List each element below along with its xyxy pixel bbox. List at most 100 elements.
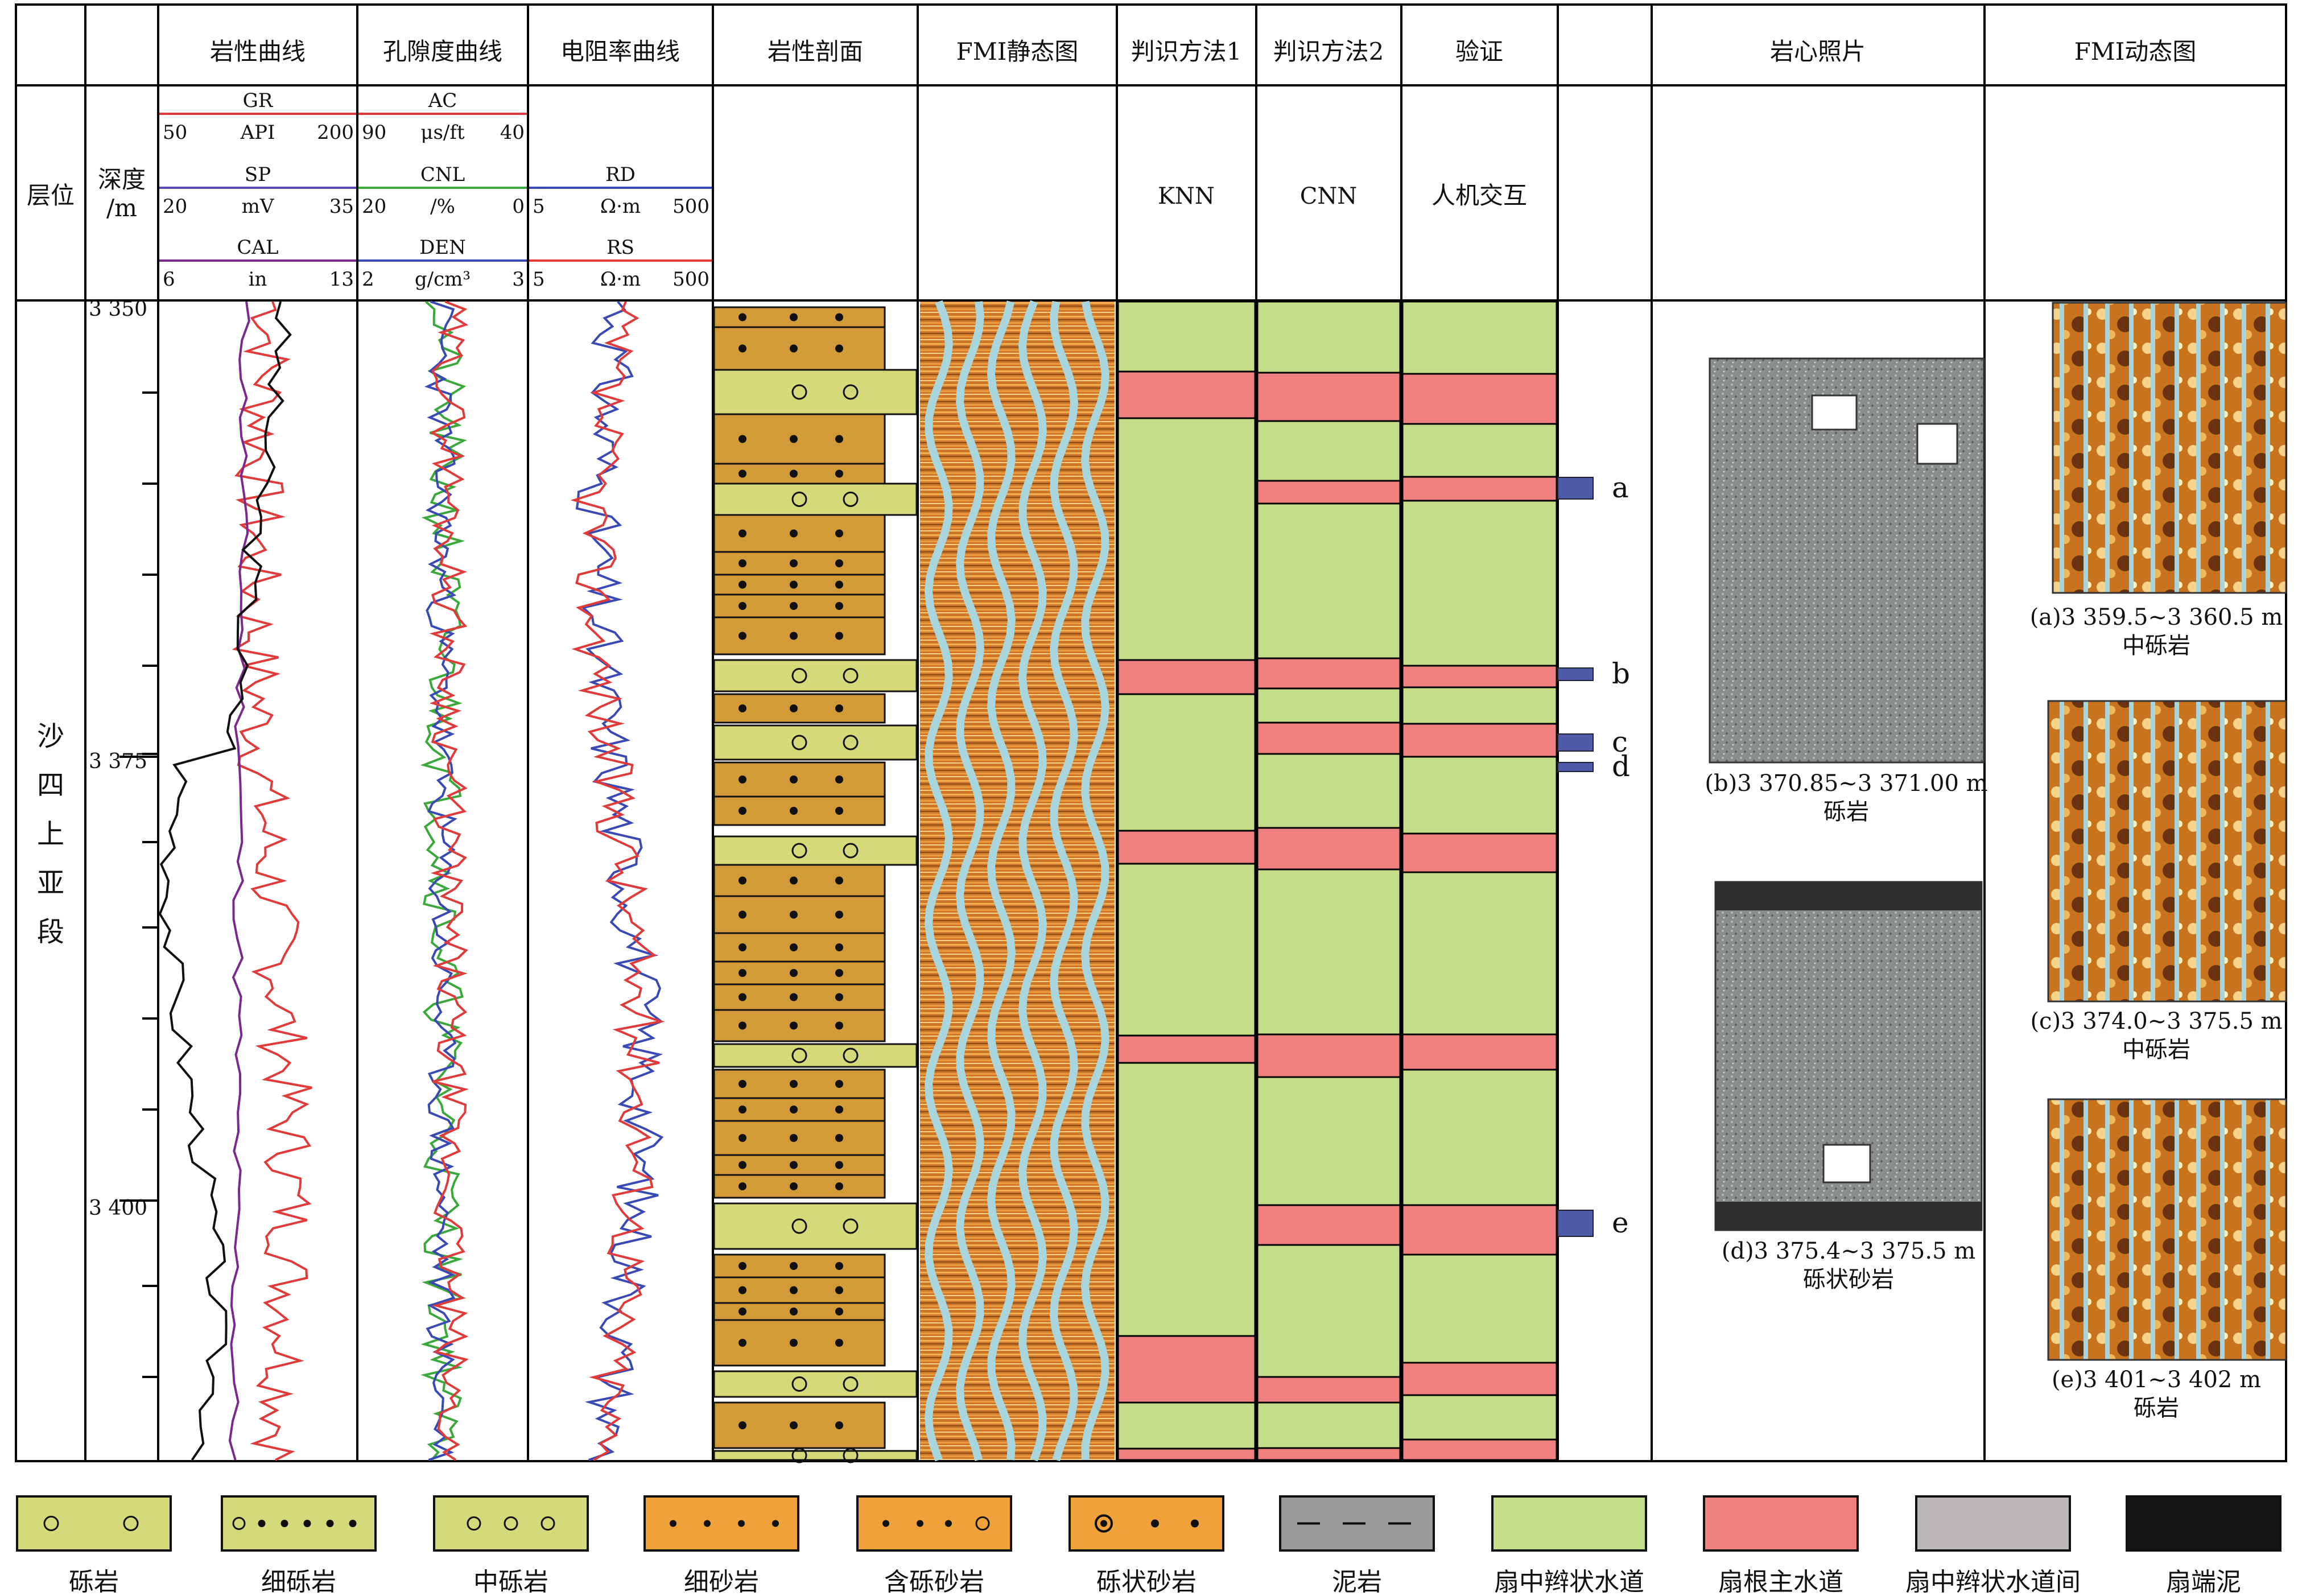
sand-symbol: [739, 529, 746, 538]
curve-unit: in: [249, 268, 267, 291]
fmi-e-lith: 砾岩: [2134, 1395, 2179, 1421]
sand-symbol: [835, 969, 843, 977]
gravel-symbol: [843, 384, 859, 400]
legend-label: 扇端泥: [2166, 1568, 2241, 1596]
sand-symbol: [739, 1421, 746, 1429]
sand-symbol: [835, 1080, 843, 1088]
facies-segment: [1401, 1033, 1558, 1071]
legend-label: 扇根主水道: [1718, 1568, 1843, 1596]
sand-symbol: [835, 943, 843, 951]
verify-sub: 人机交互: [1431, 182, 1527, 209]
sand-symbol: [739, 969, 746, 977]
fmi-static-image: [920, 300, 1115, 1462]
header-core-photo: 岩心照片: [1770, 38, 1866, 65]
layer-name-char: 上: [37, 818, 64, 850]
facies-segment: [1256, 657, 1401, 690]
sand-symbol: [790, 1286, 798, 1294]
sand-symbol: [739, 1080, 746, 1088]
sand-symbol: [835, 580, 843, 589]
gravel-symbol: [843, 1218, 859, 1234]
legend-swatch: [433, 1495, 589, 1552]
fmi-trace: [955, 301, 985, 1461]
fmi-dynamic-a: [2052, 302, 2287, 594]
sand-symbol: [790, 807, 798, 815]
lith-bed: [713, 724, 918, 761]
facies-segment: [1401, 423, 1558, 478]
facies-segment: [1401, 1362, 1558, 1396]
sand-symbol: [739, 1262, 746, 1270]
curve-name: GR: [243, 89, 274, 112]
sand-symbol: [739, 435, 746, 443]
facies-segment: [1256, 868, 1401, 1036]
facies-segment: [1401, 665, 1558, 688]
sand-symbol: [835, 876, 843, 885]
gravel-symbol: [791, 668, 807, 683]
sand-symbol: [835, 993, 843, 1001]
gravel-symbol: [843, 843, 859, 859]
lith-bed: [713, 659, 918, 692]
facies-segment: [1117, 659, 1256, 695]
curve-name: RD: [605, 163, 636, 186]
facies-columns: [1117, 300, 1558, 1461]
lith-bed: [713, 1174, 886, 1199]
curve-max: 500: [673, 195, 709, 218]
sand-symbol: [739, 1308, 746, 1315]
sand-symbol: [739, 1339, 746, 1347]
facies-segment: [1256, 1033, 1401, 1078]
gravel-symbol: [791, 1376, 807, 1392]
fmi-a-lith: 中砾岩: [2122, 633, 2190, 659]
lith-bed: [713, 1450, 918, 1461]
sand-symbol: [835, 1182, 843, 1190]
facies-segment: [1256, 1244, 1401, 1378]
sand-symbol: [790, 969, 798, 977]
curve-min: 90: [362, 121, 386, 144]
fmi-trace: [924, 300, 954, 1462]
gravel-symbol: [791, 843, 807, 859]
curve-max: 35: [329, 195, 354, 218]
facies-segment: [1117, 1335, 1256, 1404]
facies-segment: [1401, 871, 1558, 1036]
facies-segment: [1401, 1438, 1558, 1461]
header-lith-profile: 岩性剖面: [768, 38, 863, 65]
legend-swatch: [1703, 1495, 1859, 1552]
core-b-lith: 砾岩: [1823, 799, 1869, 825]
sand-symbol: [790, 632, 798, 640]
sand-symbol: [790, 1308, 798, 1315]
marker-bar: [1557, 762, 1594, 772]
sand-symbol: [835, 704, 843, 712]
header-verify: 验证: [1455, 38, 1503, 65]
legend-swatch: [1915, 1495, 2071, 1552]
gravel-symbol: [791, 492, 807, 507]
header-method1: 判识方法1: [1131, 38, 1242, 65]
fmi-trace: [1049, 300, 1079, 1462]
facies-segment: [1256, 372, 1401, 422]
curve-name: RS: [607, 236, 634, 259]
sand-symbol: [835, 1421, 843, 1429]
legend-label: 中砾岩: [473, 1568, 548, 1596]
legend-label: 细砂岩: [684, 1568, 759, 1596]
gravel-symbol: [791, 735, 807, 750]
sand-symbol: [835, 807, 843, 815]
facies-segment: [1117, 1034, 1256, 1064]
curve-unit: Ω·m: [600, 268, 641, 291]
sand-symbol: [739, 776, 746, 783]
curve-min: 20: [362, 195, 386, 218]
sand-symbol: [790, 344, 798, 353]
sand-symbol: [739, 1286, 746, 1294]
curve-unit: API: [240, 121, 275, 144]
sand-symbol: [739, 1021, 746, 1030]
sand-symbol: [790, 1262, 798, 1270]
sand-symbol: [835, 313, 843, 321]
sand-symbol: [739, 344, 746, 353]
sand-symbol: [790, 1021, 798, 1030]
sand-symbol: [739, 943, 746, 951]
curve-min: 6: [163, 268, 175, 291]
curve-min: 50: [163, 121, 187, 144]
curve-max: 40: [500, 121, 525, 144]
sand-symbol: [739, 1182, 746, 1190]
fmi-a-range: (a)3 359.5~3 360.5 m: [2030, 604, 2283, 630]
sand-symbol: [835, 1339, 843, 1347]
lith-bed: [713, 369, 918, 415]
